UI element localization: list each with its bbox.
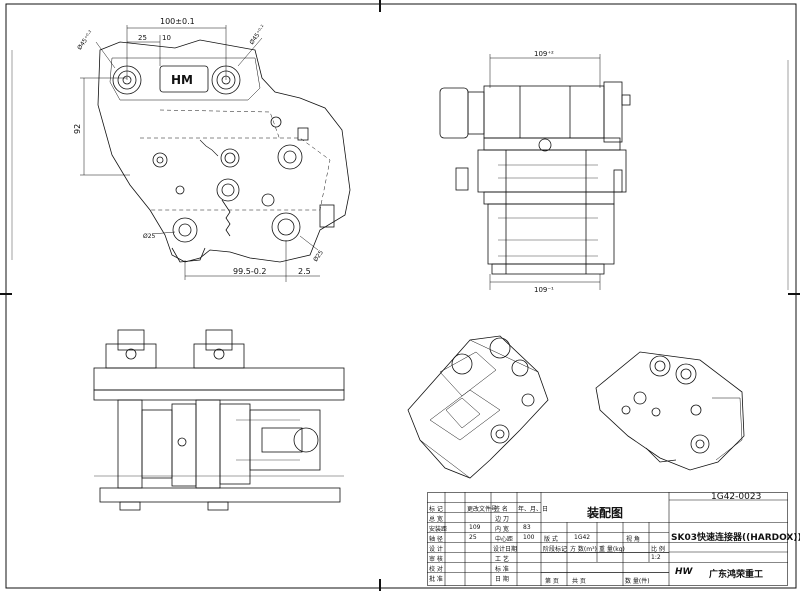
tb-row-label-2: 安装距	[429, 526, 448, 533]
dim-dia-left: Ø45⁺⁰·²	[76, 29, 95, 52]
dim-bottom-small: 2.5	[298, 267, 311, 276]
tb-bottom-0: 第 页	[545, 578, 559, 585]
product-name: SK03快速连接器((HARDOX))	[671, 533, 800, 543]
tb-row-label-0: 标 记	[429, 506, 443, 513]
logo-plate	[159, 65, 209, 93]
front-view	[439, 81, 631, 275]
tb-info-1: 1G42	[574, 534, 591, 541]
tb-mid-label-3: 设计日期	[493, 546, 518, 553]
tb-mid-label-0: 边 刀	[495, 516, 509, 523]
logo-mark: HM	[171, 73, 193, 87]
isometric-view-right	[595, 351, 745, 471]
isometric-view-left	[407, 335, 549, 479]
company-name: 广东鸿荣重工	[709, 570, 764, 580]
side-view-dimensions	[80, 25, 320, 282]
dim-bottom-span: 99.5-0.2	[233, 267, 266, 276]
tb-col-header-1: 签 名	[494, 506, 508, 513]
tb-bottom-2: 数 量(件)	[625, 578, 650, 585]
title-block-grid	[427, 492, 788, 586]
tb-row-label-4: 设 计	[429, 546, 443, 553]
title-block: 标 记 总 宽 安装距 轴 径 设 计 审 核 校 对 批 准 更改文件号 签 …	[427, 492, 800, 586]
tb-col-header-0: 更改文件号	[467, 506, 498, 513]
tb-col-header-2: 年、月、日	[518, 506, 549, 513]
assembly-title: 装配图	[587, 506, 624, 520]
tb-info-2: 视 角	[626, 536, 640, 543]
tb-mid-label-5: 标 准	[495, 566, 509, 573]
tb-row-label-1: 总 宽	[429, 516, 443, 523]
tb-info-6: 比 例	[651, 546, 665, 553]
tb-mid-label-1: 内 宽	[495, 526, 509, 533]
company-logo: HW	[675, 567, 693, 577]
tb-mid-label-2: 中心距	[495, 536, 514, 543]
tb-value-shaft: 25	[469, 534, 477, 541]
dim-front-bottom: 109⁻¹	[534, 286, 554, 294]
dim-left-height: 92	[73, 124, 82, 134]
front-view-dimensions	[489, 54, 601, 290]
dim-dia25-left: Ø25	[143, 233, 156, 240]
tb-mid-label-4: 工 艺	[495, 556, 509, 563]
tb-mid-value-0: 83	[523, 524, 531, 531]
tb-row-label-6: 校 对	[429, 566, 443, 573]
tb-value-install: 109	[469, 524, 481, 531]
tb-scale: 1:2	[651, 554, 661, 561]
tb-mid-label-6: 日 期	[495, 576, 509, 583]
tb-row-label-3: 轴 径	[429, 536, 443, 543]
dim-front-top: 109⁺²	[534, 50, 554, 58]
tb-info-4: 方 数(m³)	[570, 546, 597, 553]
side-view	[97, 39, 351, 263]
tb-row-label-8: 批 准	[429, 576, 443, 583]
tb-bottom-1: 共 页	[572, 578, 586, 585]
drawing-number: 1G42-0023	[711, 492, 762, 502]
dim-10: 10	[162, 34, 171, 42]
tb-info-3: 阶段标记	[543, 546, 568, 553]
dim-dia25-right: Ø25	[312, 249, 325, 263]
tb-row-label-5: 审 核	[429, 556, 443, 563]
dim-25: 25	[138, 34, 147, 42]
tb-info-0: 版 式	[544, 536, 558, 543]
top-view	[93, 329, 345, 511]
tb-mid-value-1: 100	[523, 534, 535, 541]
tb-info-5: 重 量(kg)	[599, 546, 625, 553]
dim-top-span: 100±0.1	[160, 17, 195, 26]
